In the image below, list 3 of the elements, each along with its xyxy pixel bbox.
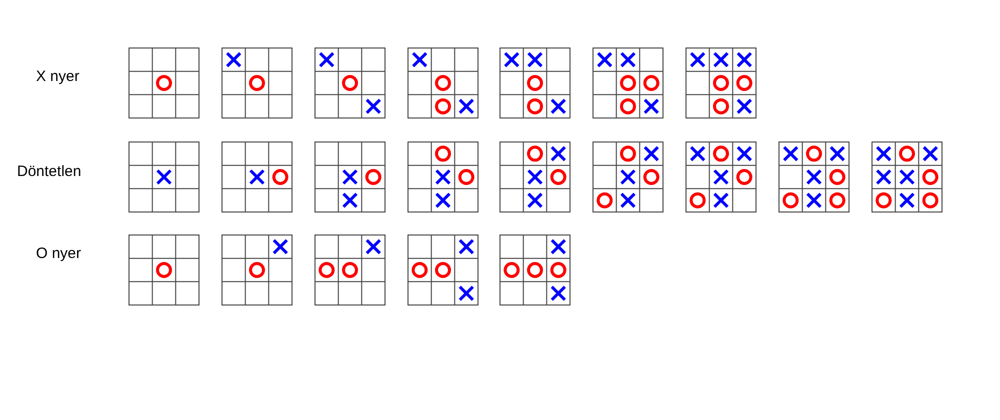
row-label: O nyer: [36, 245, 82, 262]
row-label: Döntetlen: [17, 163, 82, 180]
row-label: X nyer: [36, 68, 80, 85]
